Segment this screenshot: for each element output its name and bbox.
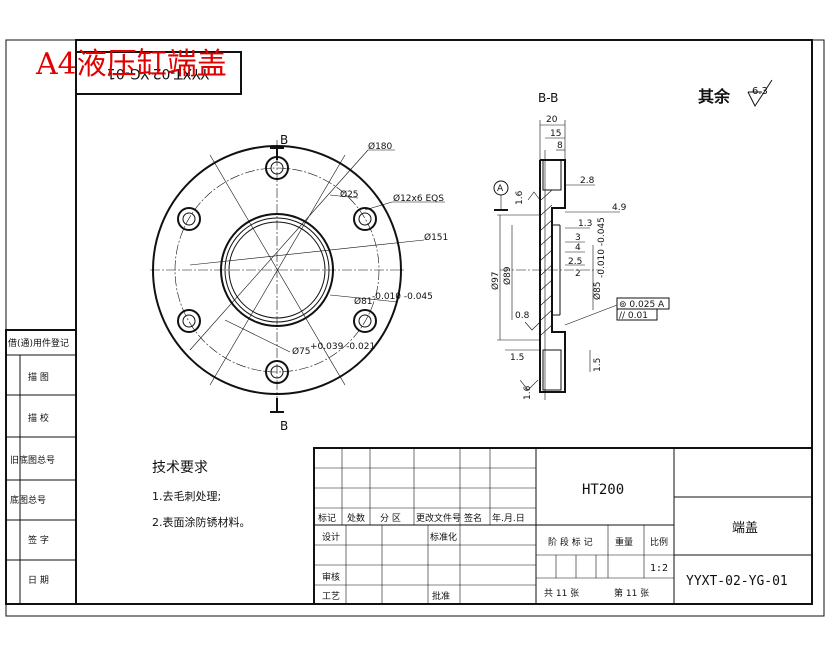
rev-h-5: 年.月.日: [492, 512, 525, 524]
sec-dim-d85: Ø85: [592, 281, 603, 300]
role-design: 设计: [322, 531, 340, 543]
title-block: 标记 处数 分 区 更改文件号 签名 年.月.日 设计 审核 工艺 标准化 批准…: [313, 447, 813, 605]
role-process: 工艺: [322, 591, 340, 602]
dim-d75: Ø75: [292, 346, 311, 357]
rev-h-3: 更改文件号: [416, 512, 461, 524]
sheets-total: 共 11 张: [544, 588, 579, 599]
section-mark-bottom: B: [280, 419, 288, 433]
section-view: B-B 20 15 8 2.: [490, 91, 670, 400]
sec-dim-w20: 20: [546, 115, 558, 125]
sec-dim-49: 4.9: [612, 203, 627, 213]
left-col-6: 日 期: [28, 575, 49, 586]
sec-dim-25: 2.5: [568, 257, 582, 267]
dim-d75-tol: +0.039 -0.021: [310, 342, 375, 352]
roughness-label: 其余: [698, 87, 731, 106]
dim-holes: Ø12x6 EQS: [393, 193, 444, 204]
sheet-number: 第 11 张: [614, 587, 649, 599]
dim-d180: Ø180: [368, 141, 393, 152]
tech-item-2: 2.表面涂防锈材料。: [152, 515, 251, 529]
corner-code-text: YYXT-02-YG-01: [107, 65, 210, 81]
dim-d81-tol: -0.010 -0.045: [372, 292, 433, 302]
sec-rough-08: 0.8: [515, 311, 530, 321]
drawing-number: YYXT-02-YG-01: [686, 574, 788, 589]
sec-dim-d97: Ø97: [490, 271, 501, 290]
rev-h-0: 标记: [318, 512, 336, 524]
sec-dim-d89: Ø89: [502, 266, 513, 285]
stage-header: 阶 段 标 记: [548, 536, 593, 548]
front-view: B B Ø180 Ø25 Ø12x6 EQS Ø151 Ø81 -0.010 -…: [150, 133, 448, 433]
section-mark-top: B: [280, 133, 288, 147]
approve-label: 批准: [432, 590, 450, 602]
datum-label: A: [497, 184, 504, 194]
section-title: B-B: [538, 91, 558, 105]
dim-d81: Ø81: [354, 296, 373, 307]
tech-title: 技术要求: [152, 460, 208, 476]
std-label: 标准化: [430, 531, 457, 543]
left-col-3: 旧底图总号: [10, 454, 55, 466]
corner-code-box: [75, 51, 242, 95]
sec-dim-2: 2: [575, 269, 581, 279]
left-col-0: 借(通)用件登记: [8, 337, 69, 349]
role-review: 审核: [322, 571, 340, 583]
dim-d151: Ø151: [424, 232, 448, 243]
tech-item-1: 1.去毛刺处理;: [152, 490, 221, 503]
watermark-title: A4液压缸端盖: [35, 47, 227, 82]
tech-requirements: 技术要求 1.去毛刺处理; 2.表面涂防锈材料。: [152, 460, 251, 529]
scale-header: 比例: [650, 536, 668, 548]
sec-dim-w8: 8: [557, 141, 563, 151]
sec-dim-15b: 1.5: [593, 358, 603, 372]
sec-dim-d85-tol: -0.010 -0.045: [597, 217, 607, 278]
sec-dim-13: 1.3: [578, 219, 592, 229]
dim-d25: Ø25: [340, 189, 359, 200]
sec-dim-28: 2.8: [580, 176, 595, 186]
outer-border: [5, 39, 825, 617]
scale-value: 1:2: [650, 563, 668, 574]
left-col-2: 描 校: [28, 412, 49, 424]
material: HT200: [582, 482, 624, 498]
part-name: 端盖: [732, 521, 758, 536]
tol-frame-2: [616, 308, 658, 321]
left-col-5: 签 字: [28, 534, 49, 546]
tol-text-2: // 0.01: [619, 311, 648, 321]
roughness-symbol-icon: [747, 79, 773, 108]
sec-dim-4: 4: [575, 243, 581, 253]
sec-rough-16b: 1.6: [523, 385, 533, 400]
rev-h-1: 处数: [347, 512, 365, 524]
rev-h-2: 分 区: [380, 513, 401, 524]
left-col-4: 底图总号: [10, 494, 46, 506]
left-col-1: 描 图: [28, 371, 49, 383]
rev-h-4: 签名: [464, 512, 482, 524]
sec-rough-16a: 1.6: [515, 190, 525, 205]
weight-header: 重量: [615, 536, 633, 548]
sec-dim-w15: 15: [550, 129, 561, 139]
left-column: 借(通)用件登记 描 图 描 校 旧底图总号 底图总号 签 字 日 期: [5, 329, 77, 605]
roughness-value: 6.3: [752, 86, 768, 97]
sec-dim-3: 3: [575, 233, 581, 243]
tol-text-1: ⊚ 0.025 A: [619, 300, 665, 310]
sec-dim-15a: 1.5: [510, 353, 524, 363]
